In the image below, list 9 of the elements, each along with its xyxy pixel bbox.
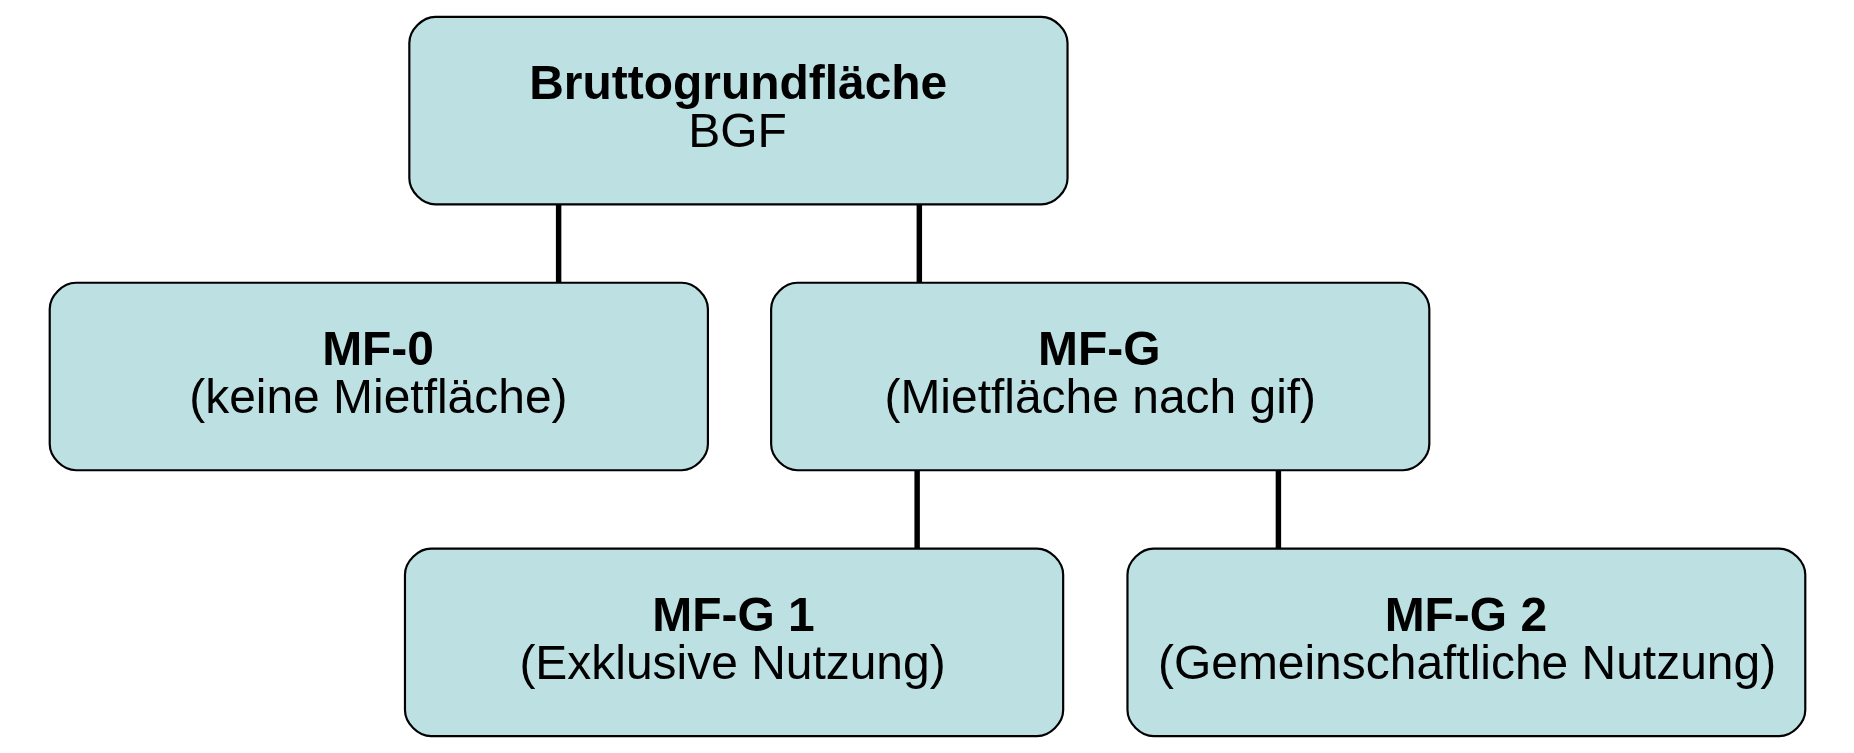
node-box: Bruttogrundfläche BGF — [407, 15, 1069, 206]
connector — [916, 204, 922, 283]
node-box: MF-G 1 (Exklusive Nutzung) — [403, 547, 1064, 738]
node-box: MF-0 (keine Mietfläche) — [48, 281, 709, 472]
connector — [913, 470, 920, 549]
node-box: MF-G 2 (Gemeinschaftliche Nutzung) — [1125, 547, 1806, 738]
node-box: MF-G (Mietfläche nach gif) — [769, 281, 1430, 472]
connector — [555, 204, 561, 283]
connector — [1275, 470, 1281, 549]
